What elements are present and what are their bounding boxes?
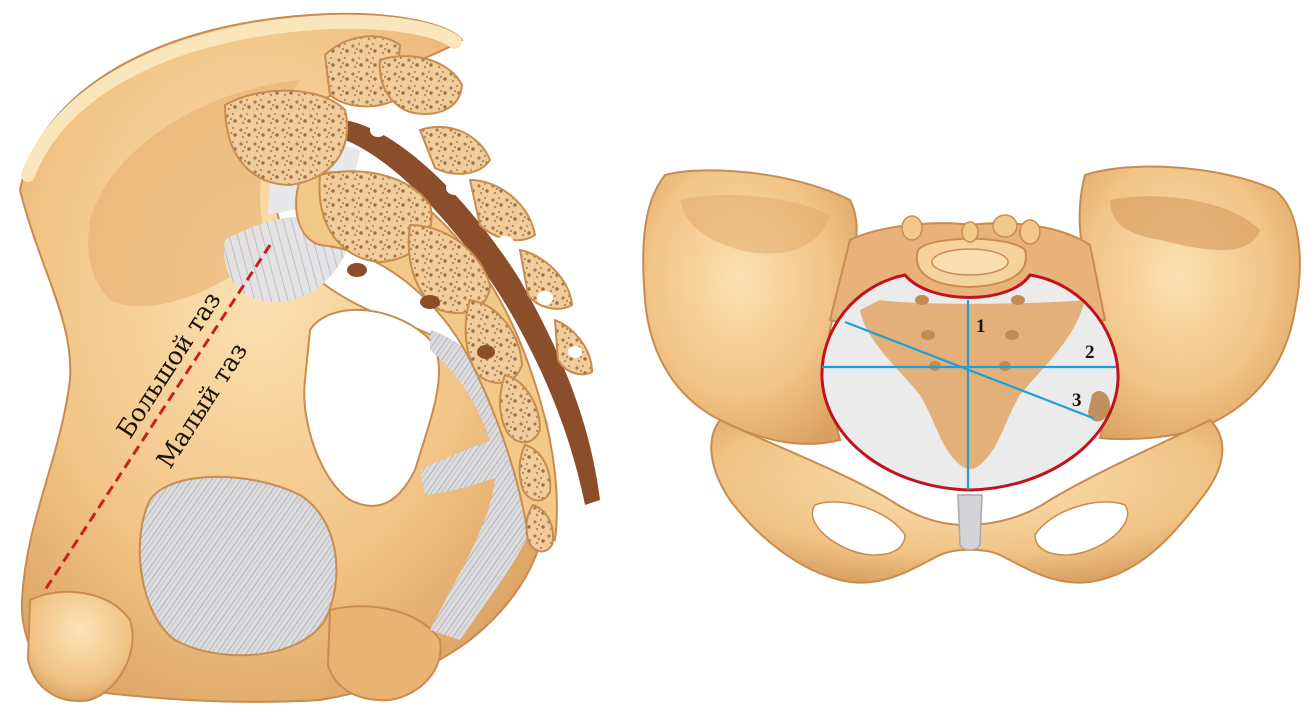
pubic-symphysis: [958, 495, 982, 550]
diameter-label-2: 2: [1085, 342, 1095, 363]
right-pelvis-superior: 1 2 3: [643, 167, 1300, 583]
left-pelvis-sagittal: Большой таз Малый таз: [20, 14, 600, 702]
obturator-membrane: [140, 477, 337, 655]
diameter-label-3: 3: [1072, 390, 1082, 411]
diameter-label-1: 1: [976, 316, 986, 337]
l5-disc: [932, 249, 1008, 275]
